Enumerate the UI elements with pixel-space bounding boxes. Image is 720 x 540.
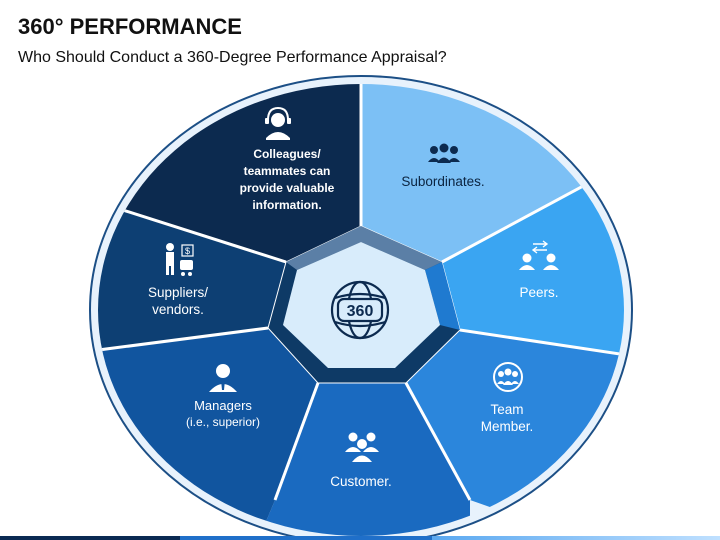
label-team-member: Team Member. <box>442 401 572 435</box>
label-team-member-line: Member. <box>480 419 534 434</box>
segment-customer[interactable] <box>250 383 470 540</box>
headset-user-icon <box>265 106 291 140</box>
supplier-cart-icon: $ <box>166 243 194 276</box>
svg-text:$: $ <box>185 246 190 256</box>
slide-subtitle: Who Should Conduct a 360-Degree Performa… <box>18 49 447 66</box>
label-subordinates-line: Subordinates. <box>401 174 485 189</box>
manager-icon <box>209 364 237 392</box>
label-team-member-line: Team <box>490 402 524 417</box>
segment-dividers <box>98 84 624 501</box>
label-managers-line: (i.e., superior) <box>185 415 261 429</box>
label-colleagues-line: provide valuable <box>239 181 335 195</box>
label-managers-line: Managers <box>194 398 252 413</box>
label-customer-line: Customer. <box>330 474 392 489</box>
group-icon <box>428 143 460 163</box>
label-suppliers-line: Suppliers/ <box>147 285 209 300</box>
hub-label: 360 <box>347 303 374 320</box>
exchange-users-icon <box>519 240 559 270</box>
label-colleagues: Colleagues/ teammates can provide valuab… <box>222 146 352 214</box>
hub-ring-highlight <box>286 226 442 270</box>
hub-ring-right <box>425 262 460 330</box>
label-colleagues-line: Colleagues/ <box>253 147 321 161</box>
label-customer: Customer. <box>296 473 426 490</box>
label-suppliers: Suppliers/ vendors. <box>113 284 243 318</box>
label-peers: Peers. <box>474 284 604 301</box>
footer-accent-bar <box>0 536 720 540</box>
customers-icon <box>345 432 379 462</box>
label-colleagues-line: information. <box>252 198 322 212</box>
label-subordinates: Subordinates. <box>378 173 508 190</box>
label-peers-line: Peers. <box>519 285 559 300</box>
label-colleagues-line: teammates can <box>243 164 331 178</box>
slide-title: 360° PERFORMANCE <box>18 14 242 39</box>
team-circle-icon <box>493 362 523 392</box>
label-managers: Managers (i.e., superior) <box>158 397 288 431</box>
label-suppliers-line: vendors. <box>152 302 204 317</box>
globe-icon <box>330 280 390 340</box>
